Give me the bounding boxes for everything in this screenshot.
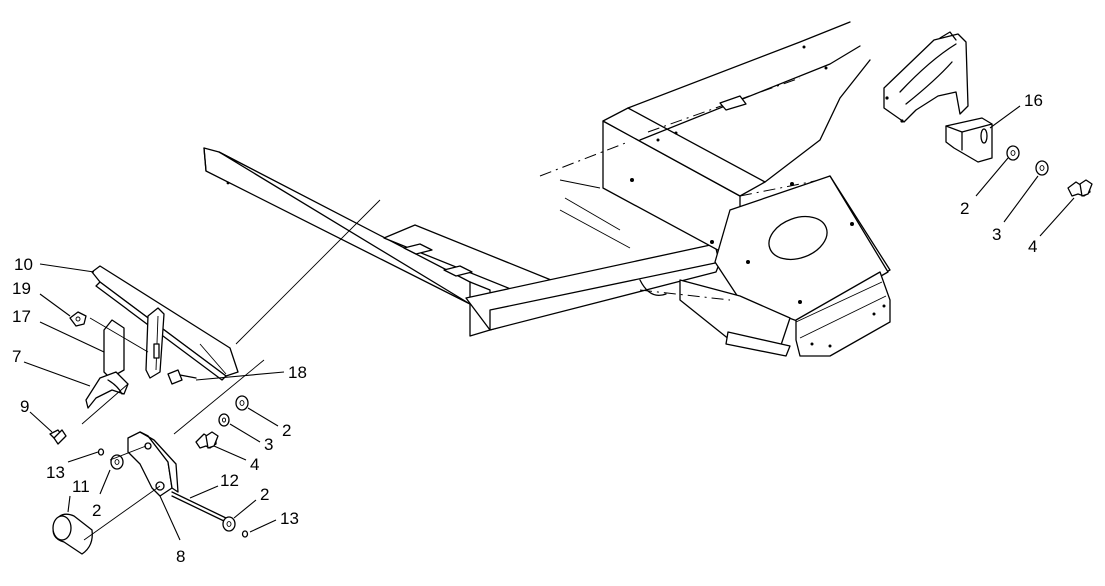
part-19-nut — [69, 311, 87, 327]
leader-lines — [23, 105, 1075, 541]
part-16-bracket — [945, 117, 993, 163]
callout-11: 11 — [72, 477, 90, 496]
part-12-rod — [171, 491, 227, 523]
washer-2-mid — [235, 395, 249, 411]
callout-7: 7 — [12, 347, 21, 366]
callout-16: 16 — [1024, 91, 1043, 110]
bolt-4-mid — [195, 431, 219, 449]
callout-13: 13 — [46, 463, 65, 482]
part-8-pedal-arm — [127, 431, 179, 497]
callout-labels: 10 19 17 7 9 13 11 2 8 12 2 13 18 2 3 4 … — [12, 91, 1043, 566]
callout-4: 4 — [250, 455, 259, 474]
callout-10: 10 — [14, 255, 33, 274]
callout-19: 19 — [12, 279, 31, 298]
callout-2: 2 — [960, 199, 969, 218]
callout-4: 4 — [1028, 237, 1037, 256]
upper-bracket — [883, 31, 969, 123]
part-17-strap — [103, 307, 165, 379]
callout-3: 3 — [264, 435, 273, 454]
callout-17: 17 — [12, 307, 31, 326]
callout-8: 8 — [176, 547, 185, 566]
washer-13-left — [97, 448, 105, 456]
part-18-pin — [167, 369, 197, 385]
callout-18: 18 — [288, 363, 307, 382]
part-7-lever — [85, 371, 129, 409]
part-11-roller — [52, 485, 161, 555]
callout-2: 2 — [282, 421, 291, 440]
lockwasher-3-right — [1035, 160, 1049, 176]
callout-3: 3 — [992, 225, 1001, 244]
washer-13-lower — [241, 530, 249, 538]
lockwasher-3-mid — [218, 413, 230, 427]
main-frame — [203, 21, 891, 357]
bolt-4-right — [1067, 179, 1093, 197]
part-9-screw — [49, 429, 67, 445]
callout-9: 9 — [20, 397, 29, 416]
callout-12: 12 — [220, 471, 239, 490]
callout-2: 2 — [260, 485, 269, 504]
callout-2: 2 — [92, 501, 101, 520]
assembly-lines — [81, 199, 381, 461]
washer-2-lower — [222, 516, 236, 532]
washer-2-right — [1006, 145, 1020, 161]
callout-13: 13 — [280, 509, 299, 528]
